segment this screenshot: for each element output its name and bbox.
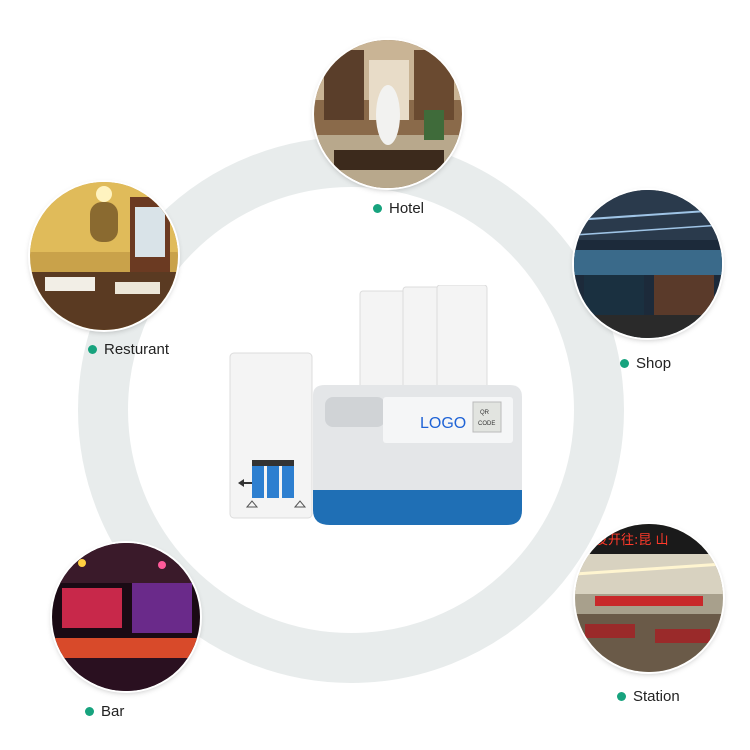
shop-photo <box>574 190 722 338</box>
location-dot-icon <box>85 706 94 716</box>
code-label: CODE <box>478 421 495 427</box>
triangle-icon <box>293 500 307 508</box>
location-dot-icon <box>617 691 626 701</box>
bar-label: Bar <box>85 703 124 720</box>
station-label: Station <box>617 688 680 705</box>
restaurant-label: Resturant <box>88 341 169 358</box>
triangle-icon <box>245 500 259 508</box>
location-dot-icon <box>373 203 382 213</box>
logo-text: LOGO <box>420 415 466 432</box>
station-sign-text: 发开往:昆 山 <box>595 532 669 548</box>
station-photo: 发开往:昆 山 <box>575 524 723 672</box>
charging-station-device: LOGO QR CODE <box>225 284 530 535</box>
restaurant-photo <box>30 182 178 330</box>
qr-label: QR <box>480 410 490 416</box>
location-dot-icon <box>620 358 629 368</box>
hotel-label: Hotel <box>373 200 424 217</box>
shop-label: Shop <box>620 355 671 372</box>
hotel-photo <box>314 40 462 188</box>
power-bank <box>229 352 313 519</box>
bar-photo <box>52 543 200 691</box>
arrow-icon <box>238 479 252 487</box>
location-dot-icon <box>88 344 97 354</box>
